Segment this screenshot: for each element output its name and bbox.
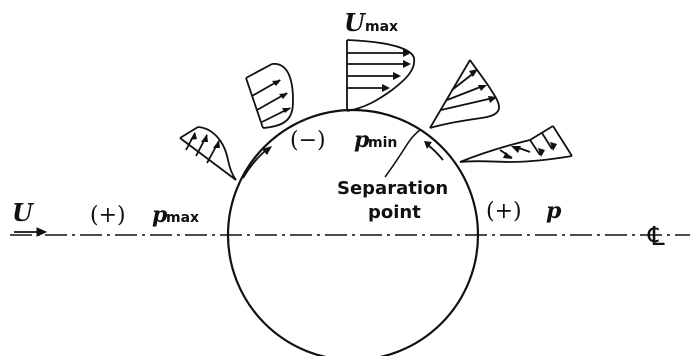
p-right-symbol: p xyxy=(546,198,562,224)
u-max-symbol: U xyxy=(344,8,367,37)
p-min-symbol: p xyxy=(354,127,370,153)
p-right-label: (+) p xyxy=(486,198,562,224)
velocity-profile-1 xyxy=(179,126,237,181)
separation-label: Separation point xyxy=(337,178,448,223)
velocity-profile-2-arrowheads xyxy=(272,80,291,113)
surface-flow-arrowhead-right xyxy=(424,141,432,149)
p-max-sub: max xyxy=(166,210,199,226)
p-min-label: (−) p min xyxy=(290,127,397,153)
p-max-sign: (+) xyxy=(90,203,126,228)
separation-label-line2: point xyxy=(368,202,421,223)
u-max-label: U max xyxy=(344,8,398,37)
free-stream-arrow xyxy=(14,227,48,237)
cylinder xyxy=(226,108,480,356)
velocity-profile-3 xyxy=(346,39,416,112)
free-stream-label: U xyxy=(12,198,35,227)
centerline-symbol: ℄ xyxy=(647,222,665,252)
velocity-profile-3-arrowheads xyxy=(382,49,411,92)
velocity-profile-4 xyxy=(429,59,500,129)
velocity-profile-4-arrowheads xyxy=(469,69,497,103)
p-min-sub: min xyxy=(368,135,397,151)
separation-pointer xyxy=(384,129,421,178)
p-max-symbol: p xyxy=(152,202,168,228)
surface-flow-arrowhead-left xyxy=(262,146,272,155)
p-min-sign: (−) xyxy=(290,128,326,153)
velocity-profile-2 xyxy=(245,63,294,129)
u-max-sub: max xyxy=(365,19,398,35)
velocity-profile-5-arrowheads xyxy=(503,142,557,159)
p-right-sign: (+) xyxy=(486,199,522,224)
velocity-profile-5 xyxy=(459,125,573,163)
surface-flow-arrow-left xyxy=(242,149,267,179)
surface-flow-arrow-right xyxy=(427,144,444,161)
separation-label-line1: Separation xyxy=(337,178,448,199)
p-max-label: (+) p max xyxy=(90,202,199,228)
velocity-profile-1-arrowheads xyxy=(190,132,220,148)
